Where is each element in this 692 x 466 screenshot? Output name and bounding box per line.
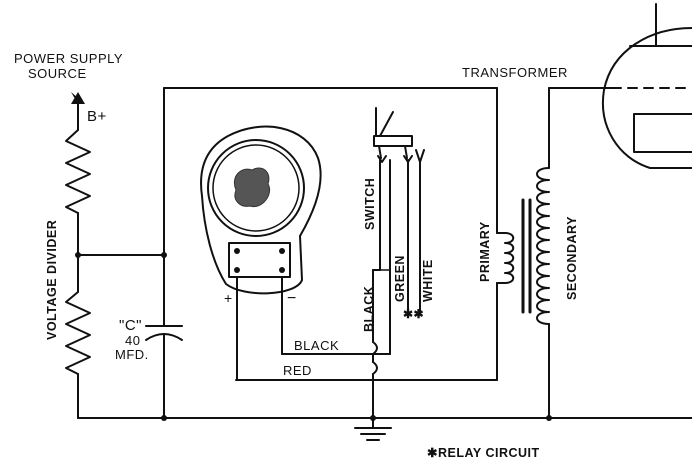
vacuum-tube	[601, 3, 692, 169]
red-wire-label: RED	[283, 363, 312, 378]
transformer: TRANSFORMER PRIMARY SECONDARY	[462, 65, 613, 421]
relay-box	[163, 87, 498, 381]
primary-label: PRIMARY	[478, 221, 492, 282]
photocell-terminal-block	[228, 242, 291, 278]
capacitor-c: "C" 40 MFD.	[115, 254, 183, 419]
transformer-label: TRANSFORMER	[462, 65, 568, 80]
secondary-label: SECONDARY	[565, 216, 579, 300]
plus-terminal-label: +	[224, 290, 233, 306]
wiring: RED BLACK	[236, 276, 374, 381]
capacitor-value: 40	[125, 333, 140, 348]
secondary-coil	[536, 167, 550, 325]
power-supply-label-line2: SOURCE	[28, 66, 87, 81]
voltage-divider-label: VOLTAGE DIVIDER	[45, 220, 59, 340]
green-wire-label: GREEN	[393, 255, 407, 302]
switch-label: SWITCH	[363, 178, 377, 230]
capacitor-label: "C"	[119, 317, 142, 334]
relay-lead-markers: ✱✱	[403, 307, 424, 321]
tube-envelope	[601, 27, 692, 169]
photocell-sensor-icon	[234, 167, 270, 208]
relay-circuit-note: ✱RELAY CIRCUIT	[427, 446, 540, 460]
upper-resistor	[65, 129, 91, 214]
lower-resistor	[65, 291, 91, 375]
capacitor-unit: MFD.	[115, 347, 149, 362]
switch-assembly: ✱✱ SWITCH BLACK GREEN WHITE	[362, 107, 435, 421]
b-plus-label: B+	[87, 108, 107, 125]
black-wire-label-vertical: BLACK	[362, 286, 376, 332]
primary-coil	[504, 232, 515, 284]
ground-bus: ✱RELAY CIRCUIT	[77, 415, 692, 460]
black-wire-label-horizontal: BLACK	[294, 338, 339, 353]
voltage-divider: VOLTAGE DIVIDER	[45, 129, 91, 419]
power-supply-label-line1: POWER SUPPLY	[14, 51, 123, 66]
minus-terminal-label: −	[287, 290, 297, 307]
photocell-lens	[207, 139, 305, 237]
white-wire-label: WHITE	[421, 259, 435, 302]
power-supply: POWER SUPPLY SOURCE B+	[14, 51, 123, 131]
photocell: + −	[200, 125, 322, 307]
